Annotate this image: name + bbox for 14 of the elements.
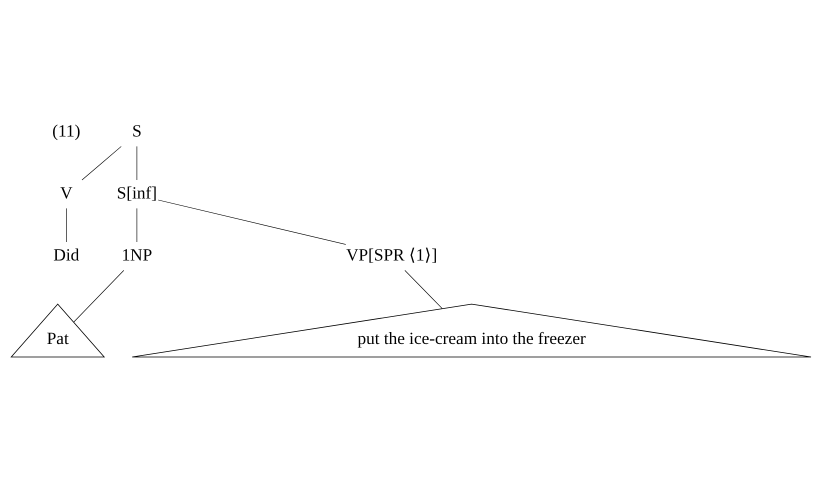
node-text: S[inf] xyxy=(116,184,158,203)
node-text: Did xyxy=(53,245,80,264)
node-text: S xyxy=(132,122,142,141)
node-text: VP[SPR ⟨1⟩] xyxy=(346,245,438,264)
label: (11) xyxy=(52,122,80,141)
connector xyxy=(82,146,122,180)
node-text: V xyxy=(60,184,73,203)
connector xyxy=(404,270,442,309)
connector xyxy=(66,208,67,242)
connector xyxy=(74,270,124,322)
connector xyxy=(158,200,346,245)
connector xyxy=(136,146,138,180)
node-text: 1NP xyxy=(122,245,152,264)
connector xyxy=(136,208,138,242)
